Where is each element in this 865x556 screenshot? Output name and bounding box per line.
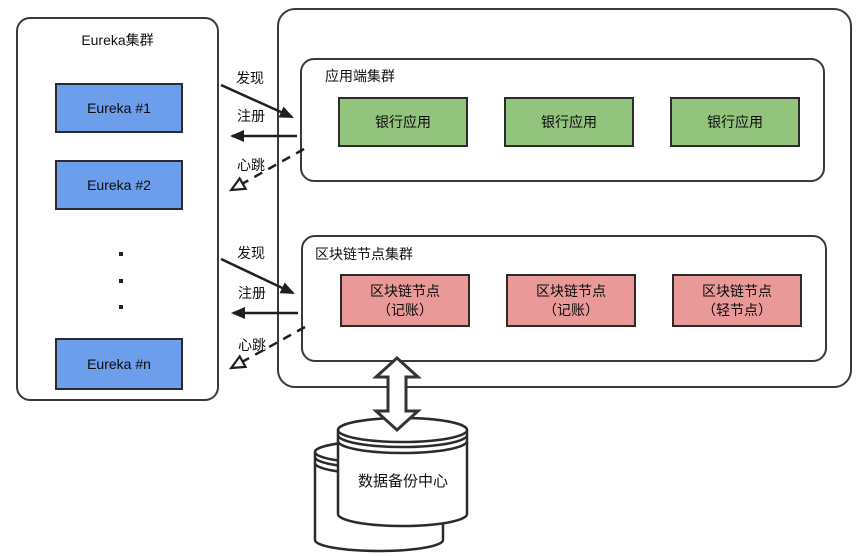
app-cluster-title: 应用端集群 [325,68,395,84]
app-register-label: 注册 [237,108,265,124]
eureka-node-2: Eureka #2 [55,160,183,210]
bank-app-node-3: 银行应用 [670,97,800,147]
blockchain-node-1: 区块链节点 （记账） [340,274,470,327]
blockchain-cluster-title: 区块链节点集群 [315,246,413,262]
app-discover-label: 发现 [236,70,264,86]
blockchain-node-2: 区块链节点 （记账） [506,274,636,327]
bank-app-node-1: 银行应用 [338,97,468,147]
eureka-cluster-title: Eureka集群 [81,32,154,48]
chain-register-label: 注册 [238,285,266,301]
eureka-node-1: Eureka #1 [55,83,183,133]
eureka-node-n: Eureka #n [55,338,183,390]
chain-heartbeat-label: 心跳 [238,337,266,353]
backup-center-label: 数据备份中心 [357,473,448,490]
bank-app-node-2: 银行应用 [504,97,634,147]
blockchain-node-3: 区块链节点 （轻节点） [672,274,802,327]
chain-discover-label: 发现 [237,245,265,261]
app-heartbeat-label: 心跳 [237,157,265,173]
